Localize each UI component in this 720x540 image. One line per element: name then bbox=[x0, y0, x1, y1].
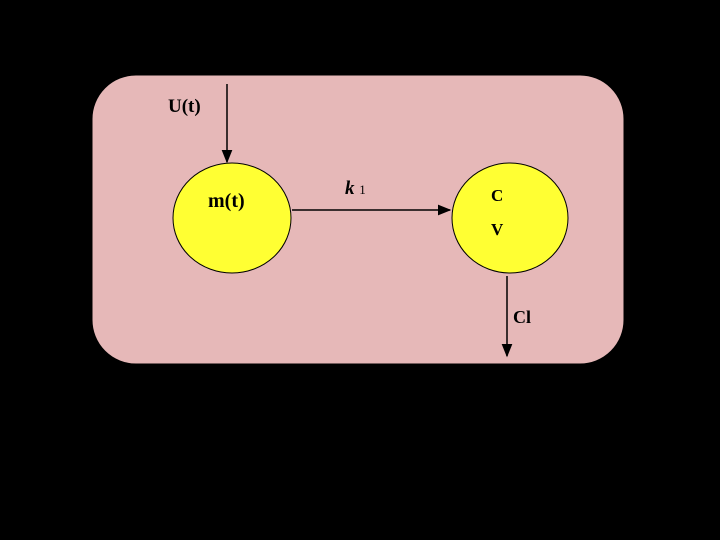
rate-label-sub: 1 bbox=[359, 182, 366, 197]
compartment-left-label: m(t) bbox=[208, 190, 245, 212]
body-panel bbox=[91, 74, 625, 365]
input-label: U(t) bbox=[168, 96, 201, 117]
rate-label-base: k bbox=[345, 178, 355, 199]
compartment-right-label-bottom: V bbox=[491, 220, 504, 239]
compartment-left bbox=[172, 162, 292, 274]
rate-label: k 1 bbox=[345, 178, 366, 199]
compartment-right-label-top: C bbox=[491, 186, 503, 205]
output-label: Cl bbox=[513, 307, 531, 327]
compartment-right bbox=[451, 162, 569, 274]
